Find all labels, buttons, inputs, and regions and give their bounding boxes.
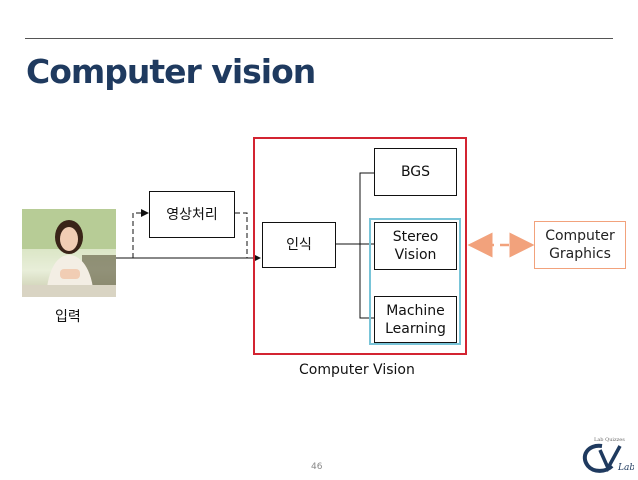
- computer-vision-caption: Computer Vision: [299, 362, 415, 378]
- stereo-highlight-frame: [369, 218, 461, 345]
- logo-tagline: Lab Quizzes: [594, 437, 625, 443]
- stereo-label-line2: Vision: [394, 247, 437, 263]
- cg-label-line1: Computer: [545, 228, 615, 244]
- image-processing-box: 영상처리: [149, 191, 235, 238]
- input-to-processing-dashed: [132, 209, 149, 258]
- cv-lab-logo-icon: Lab Lab Quizzes: [582, 437, 635, 473]
- computer-vision-frame: [253, 137, 467, 355]
- input-photo: [22, 209, 116, 297]
- input-label: 입력: [55, 309, 81, 325]
- processing-to-recognition-dashed: [235, 212, 248, 258]
- top-rule: [25, 38, 613, 39]
- bgs-label: BGS: [400, 164, 431, 180]
- logo-word: Lab: [617, 463, 634, 473]
- person-illustration: [22, 209, 116, 297]
- computer-graphics-box: Computer Graphics: [534, 221, 626, 269]
- bgs-box: BGS: [374, 148, 457, 196]
- stereo-label-line1: Stereo: [392, 229, 439, 245]
- stereo-vision-box: Stereo Vision: [374, 222, 457, 270]
- cg-label-line2: Graphics: [549, 246, 611, 262]
- machine-learning-box: Machine Learning: [374, 296, 457, 343]
- image-processing-label: 영상처리: [166, 206, 218, 223]
- page-number: 46: [311, 462, 323, 472]
- lab-logo: Lab Lab Quizzes: [578, 432, 635, 476]
- recognition-label: 인식: [286, 237, 312, 253]
- recognition-box: 인식: [262, 222, 336, 268]
- branch-bracket: [359, 172, 374, 319]
- ml-label-line1: Machine: [386, 302, 445, 319]
- slide-title: Computer vision: [26, 52, 316, 91]
- ml-label-line2: Learning: [385, 320, 446, 337]
